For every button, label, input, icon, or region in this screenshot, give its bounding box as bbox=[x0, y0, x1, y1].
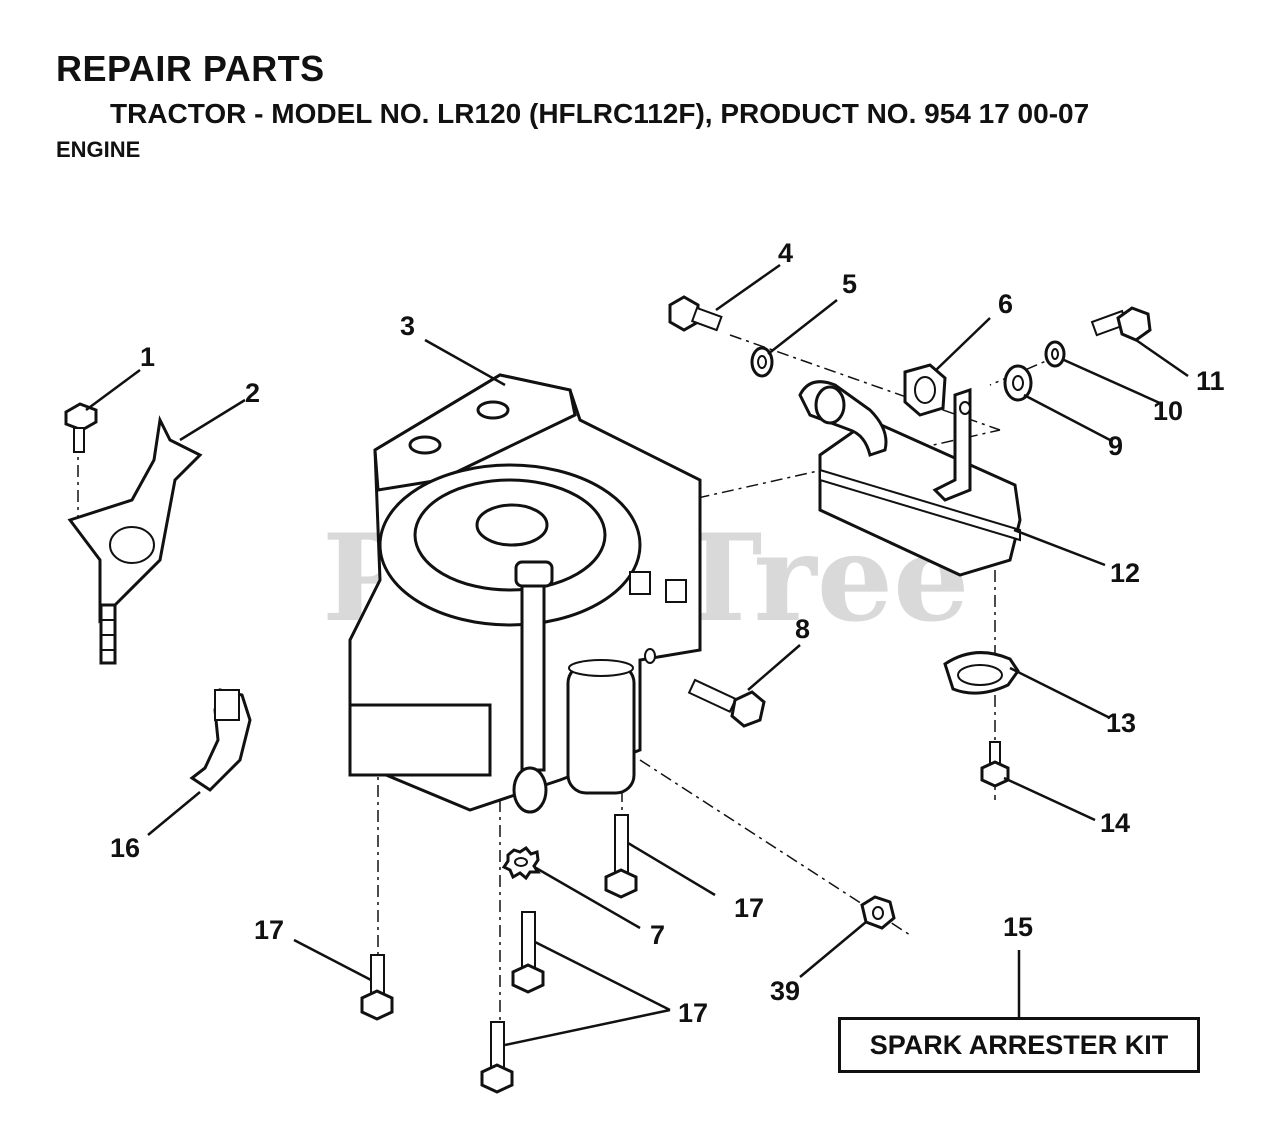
part-17-bolts bbox=[360, 814, 638, 1094]
part-12-muffler bbox=[798, 380, 1022, 577]
page-title: REPAIR PARTS bbox=[56, 48, 325, 89]
callout-2: 2 bbox=[245, 378, 260, 408]
callout-7: 7 bbox=[650, 920, 665, 950]
part-6-gasket bbox=[903, 363, 947, 417]
callout-15: 15 bbox=[1003, 912, 1033, 942]
callout-11: 11 bbox=[1196, 366, 1225, 396]
part-2-throttle-control bbox=[67, 415, 203, 665]
part-1-bolt bbox=[64, 402, 98, 453]
callout-5: 5 bbox=[842, 269, 857, 299]
callout-17b: 17 bbox=[254, 915, 284, 945]
part-5-washer bbox=[750, 346, 774, 378]
part-10-lock-washer bbox=[1044, 340, 1066, 368]
callout-39: 39 bbox=[770, 976, 800, 1006]
spark-arrester-kit-label: SPARK ARRESTER KIT bbox=[838, 1017, 1200, 1073]
callout-3: 3 bbox=[400, 311, 415, 341]
callout-4: 4 bbox=[778, 238, 793, 268]
callout-14: 14 bbox=[1100, 808, 1130, 838]
part-9-washer bbox=[1003, 364, 1033, 402]
part-13-screen bbox=[943, 651, 1020, 695]
callout-6: 6 bbox=[998, 289, 1013, 319]
callout-17c: 17 bbox=[678, 998, 708, 1028]
callout-9: 9 bbox=[1108, 431, 1123, 461]
callout-16: 16 bbox=[110, 833, 140, 863]
callout-17a: 17 bbox=[734, 893, 764, 923]
callout-numbers: 1 2 3 4 5 6 7 8 9 10 11 12 13 14 15 16 1… bbox=[110, 238, 1225, 1028]
part-39-nut bbox=[860, 895, 896, 930]
part-3-engine bbox=[348, 373, 702, 814]
part-7-star-washer bbox=[501, 846, 541, 881]
part-11-bolt bbox=[1090, 306, 1152, 342]
part-16-bracket bbox=[189, 688, 252, 792]
part-8-bolt bbox=[687, 678, 766, 728]
section-label: ENGINE bbox=[56, 137, 141, 162]
callout-8: 8 bbox=[795, 614, 810, 644]
model-subtitle: TRACTOR - MODEL NO. LR120 (HFLRC112F), P… bbox=[110, 98, 1090, 129]
leader-lines bbox=[85, 263, 1189, 1047]
callout-1: 1 bbox=[140, 342, 155, 372]
callout-10: 10 bbox=[1153, 396, 1183, 426]
callout-12: 12 bbox=[1110, 558, 1140, 588]
part-4-bolt bbox=[668, 295, 723, 332]
callout-13: 13 bbox=[1106, 708, 1136, 738]
